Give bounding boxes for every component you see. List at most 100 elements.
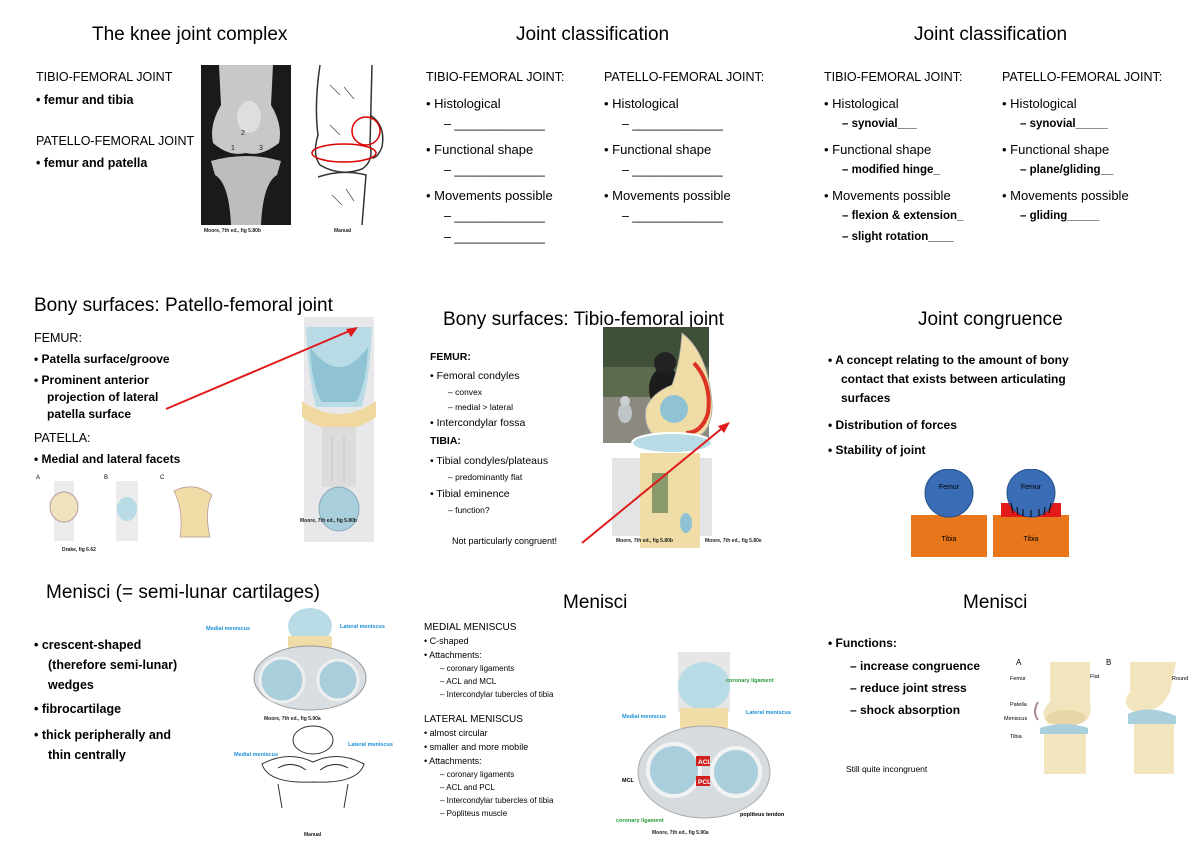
note-congruence: Not particularly congruent! xyxy=(452,536,558,546)
col2-answer: – gliding_____ xyxy=(1020,210,1100,222)
caption-moore-b: Moore, 7th ed., fig 5.80b xyxy=(616,538,673,544)
medial-subitem: – ACL and MCL xyxy=(440,677,497,686)
label-pcl: PCL xyxy=(698,779,711,786)
femur-item: • Femoral condyles xyxy=(430,370,520,382)
slide-title: Menisci (= semi-lunar cartilages) xyxy=(46,582,320,603)
slide-joint-congruence: Joint congruence • A concept relating to… xyxy=(800,283,1200,566)
col1-item-histological: • Histological xyxy=(426,96,501,111)
slide-joint-classification-blank: Joint classification TIBIO-FEMORAL JOINT… xyxy=(400,0,800,283)
slide-title: Joint congruence xyxy=(918,309,1063,330)
femur-label: FEMUR: xyxy=(430,351,471,363)
label-round: Round xyxy=(1172,676,1189,682)
col2-blank: – _____________ xyxy=(622,163,723,177)
label-medial-meniscus: Medial meniscus xyxy=(234,752,279,758)
col1-item-functional: • Functional shape xyxy=(824,142,932,157)
label-flat: Flat xyxy=(1090,674,1100,680)
patella-figures xyxy=(49,481,213,541)
menisci-item: • thick peripherally and xyxy=(34,728,172,742)
medial-item: • C-shaped xyxy=(424,636,469,646)
congruence-item-cont: contact that exists between articulating xyxy=(841,372,1066,386)
label-lateral-meniscus: Lateral meniscus xyxy=(340,624,385,630)
lateral-subitem: – Popliteus muscle xyxy=(440,809,508,818)
label-acl: ACL xyxy=(698,759,712,766)
panel-label-a: A xyxy=(36,475,41,481)
col2-heading: PATELLO-FEMORAL JOINT: xyxy=(1002,70,1163,84)
col2-heading: PATELLO-FEMORAL JOINT: xyxy=(604,70,765,84)
label-meniscus: Meniscus xyxy=(1004,716,1028,722)
medial-subitem: – coronary ligaments xyxy=(440,664,515,673)
col2-answer: – plane/gliding__ xyxy=(1020,164,1114,176)
medial-item: • Attachments: xyxy=(424,650,482,660)
col2-answer: – synovial_____ xyxy=(1020,118,1108,130)
xray-number-1: 1 xyxy=(231,145,235,152)
menisci-sketch xyxy=(261,725,365,808)
col1-blank: – _____________ xyxy=(444,163,545,177)
caption-moore: Moore, 7th ed., fig 5.90a xyxy=(652,830,709,836)
red-arrow xyxy=(165,327,358,410)
label-coronary-ligament: coronary ligament xyxy=(726,678,774,684)
col1-item-movements: • Movements possible xyxy=(824,188,951,203)
tibia-label: Tibia xyxy=(942,536,957,543)
col1-blank: – _____________ xyxy=(444,209,545,223)
label-femur: Femur xyxy=(1010,676,1026,682)
col2-blank: – _____________ xyxy=(622,209,723,223)
congruence-diagram-high: Femur Tibia xyxy=(993,469,1069,557)
caption-xray: Moore, 7th ed., fig 5.80b xyxy=(204,228,261,234)
functions-heading: • Functions: xyxy=(828,636,897,650)
knee-bone-illustration xyxy=(612,332,713,548)
menisci-item: • fibrocartilage xyxy=(34,702,122,716)
col1-item-histological: • Histological xyxy=(824,96,899,111)
pf-item: • femur and patella xyxy=(36,156,148,170)
congruence-item: • A concept relating to the amount of bo… xyxy=(828,353,1069,367)
lateral-item: • almost circular xyxy=(424,728,488,738)
slide-joint-classification-answers: Joint classification TIBIO-FEMORAL JOINT… xyxy=(800,0,1200,283)
col2-item-movements: • Movements possible xyxy=(604,188,731,203)
caption-manual: Manual xyxy=(304,832,322,838)
label-popliteus-tendon: popliteus tendon xyxy=(740,812,785,818)
tibia-label: Tibia xyxy=(1024,536,1039,543)
congruence-item: • Stability of joint xyxy=(828,443,926,457)
patella-item: • Medial and lateral facets xyxy=(34,452,181,466)
tf-item: • femur and tibia xyxy=(36,93,134,107)
col1-answer: – slight rotation____ xyxy=(842,231,954,243)
caption-moore-e: Moore, 7th ed., fig 5.80e xyxy=(705,538,762,544)
panel-label-a: A xyxy=(1016,658,1022,667)
femur-label: FEMUR: xyxy=(34,331,82,345)
panel-label-b: B xyxy=(104,475,109,481)
col1-item-movements: • Movements possible xyxy=(426,188,553,203)
menisci-superior-view xyxy=(253,608,367,711)
knee-xray-image: 2 1 3 xyxy=(201,65,291,225)
slide-menisci-functions: Menisci • Functions: – increase congruen… xyxy=(800,566,1200,849)
medial-heading: MEDIAL MENISCUS xyxy=(424,622,517,633)
col1-answer: – modified hinge_ xyxy=(842,164,940,176)
tibia-item: • Tibial condyles/plateaus xyxy=(430,455,549,467)
tibia-label: TIBIA: xyxy=(430,435,461,447)
tibia-subitem: – function? xyxy=(448,505,490,515)
patella-label: PATELLA: xyxy=(34,431,91,445)
col2-item-histological: • Histological xyxy=(1002,96,1077,111)
slide-title: Menisci xyxy=(963,592,1028,613)
label-lateral-meniscus: Lateral meniscus xyxy=(746,710,791,716)
col1-answer: – synovial___ xyxy=(842,118,917,130)
label-patella: Patella xyxy=(1010,702,1027,708)
knee-anterior-illustration xyxy=(302,317,376,542)
caption-manual: Manual xyxy=(334,228,352,234)
label-tibia: Tibia xyxy=(1010,734,1022,740)
menisci-item-cont: (therefore semi-lunar) xyxy=(48,658,178,672)
tibia-subitem: – predominantly flat xyxy=(448,472,523,482)
lateral-subitem: – Intercondylar tubercles of tibia xyxy=(440,796,554,805)
slide-patello-femoral-surfaces: Bony surfaces: Patello-femoral joint FEM… xyxy=(0,283,400,566)
label-mcl: MCL xyxy=(622,778,634,784)
slide-menisci-intro: Menisci (= semi-lunar cartilages) • cres… xyxy=(0,566,400,849)
red-arrow xyxy=(581,422,730,544)
femur-label: Femur xyxy=(1021,484,1042,491)
label-medial-meniscus: Medial meniscus xyxy=(622,714,667,720)
slide-title: Joint classification xyxy=(914,24,1068,45)
pf-label: PATELLO-FEMORAL JOINT xyxy=(36,134,195,148)
femur-item: • Intercondylar fossa xyxy=(430,417,526,429)
menisci-item: • crescent-shaped xyxy=(34,638,142,652)
femur-item: • Patella surface/groove xyxy=(34,352,170,366)
col2-item-histological: • Histological xyxy=(604,96,679,111)
caption-drake: Drake, fig 6.62 xyxy=(62,547,96,553)
femur-item-cont: patella surface xyxy=(47,407,132,421)
